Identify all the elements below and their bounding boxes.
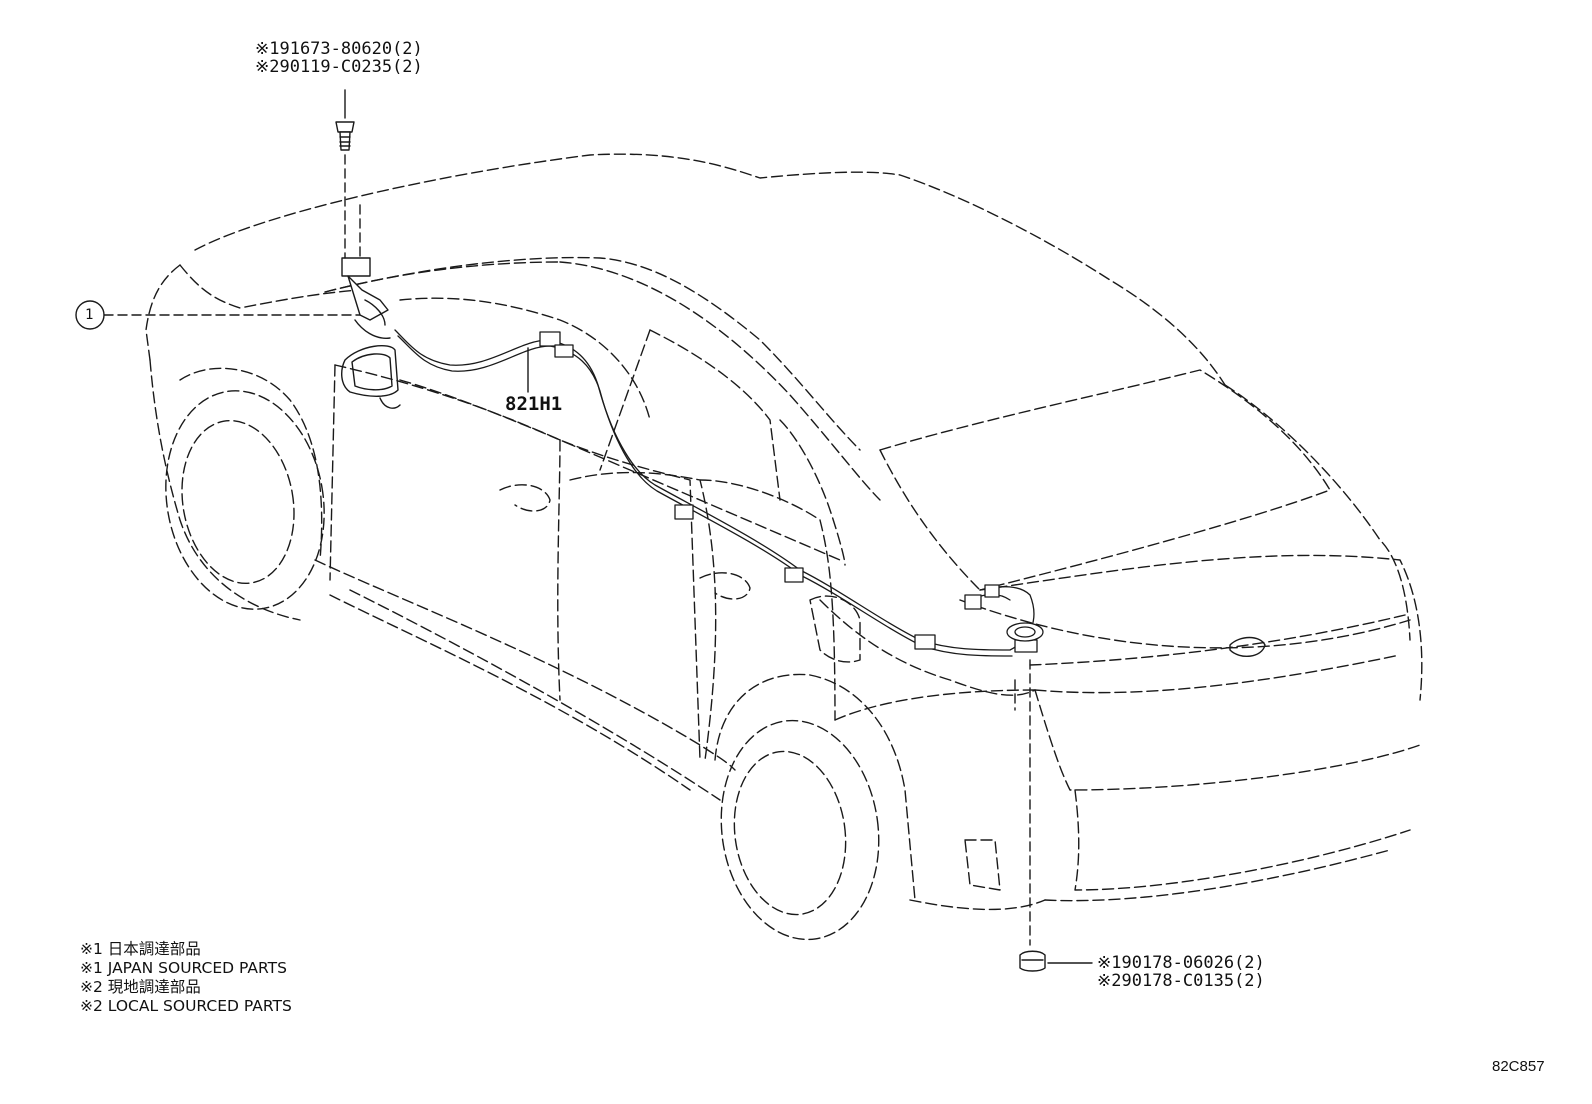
antenna-bracket (341, 257, 391, 339)
callout-circle-1 (75, 300, 105, 330)
bottom-fastener-part-number-2: ※290178-C0135(2) (1097, 971, 1265, 991)
legend-local-sourced-jp: ※2 現地調達部品 (80, 978, 201, 996)
diagram-code: 82C857 (1492, 1058, 1545, 1075)
callout-number: 1 (85, 307, 94, 323)
car-body-dashed (145, 153, 1423, 941)
wire-harness-821H1 (394, 329, 1044, 657)
clip-icon (1019, 950, 1046, 972)
top-fastener-part-number-2: ※290119-C0235(2) (255, 57, 423, 77)
top-fastener-part-number-1: ※191673-80620(2) (255, 39, 423, 59)
leader-lines (103, 154, 1031, 946)
legend-japan-sourced-jp: ※1 日本調達部品 (80, 940, 201, 958)
bolt-icon (335, 121, 355, 151)
car-solid-details (341, 344, 1266, 657)
harness-part-label: 821H1 (505, 393, 563, 415)
bottom-fastener-part-number-1: ※190178-06026(2) (1097, 953, 1265, 973)
legend-japan-sourced-en: ※1 JAPAN SOURCED PARTS (80, 959, 287, 977)
legend-local-sourced-en: ※2 LOCAL SOURCED PARTS (80, 997, 292, 1015)
leader-lines-solid (344, 89, 1093, 964)
